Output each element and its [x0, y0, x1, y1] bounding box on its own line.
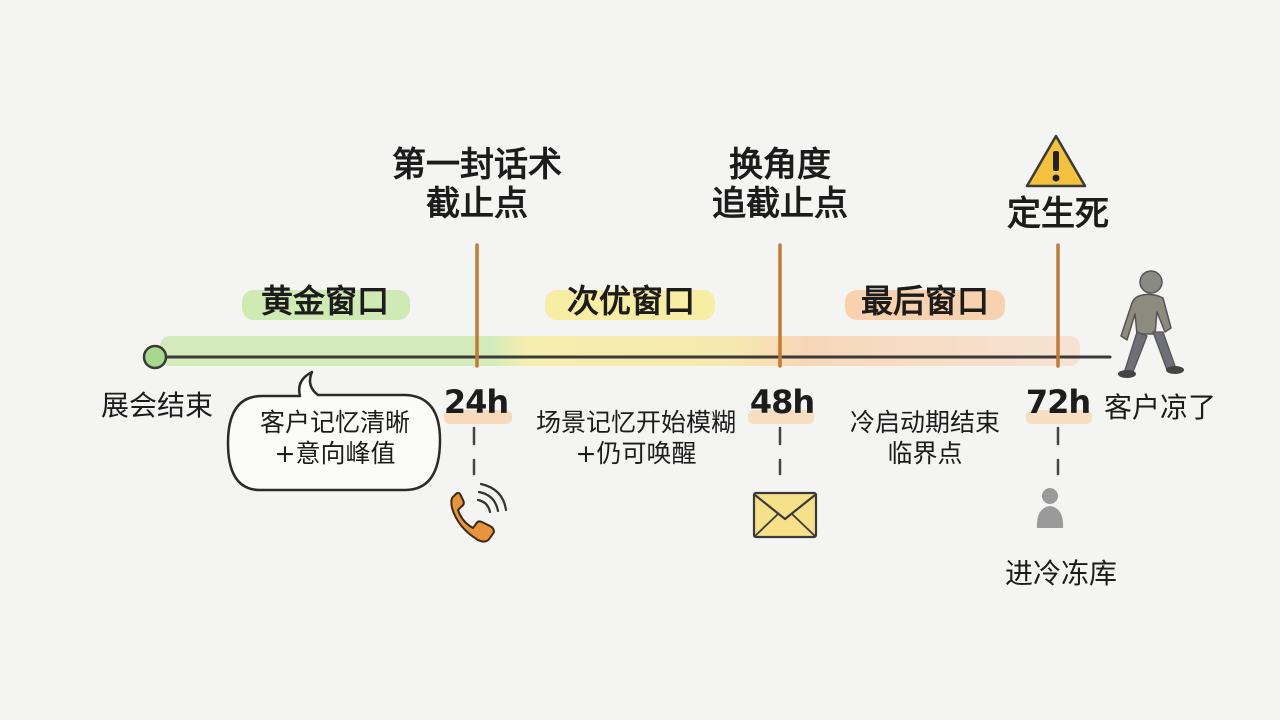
window-highlight-last [845, 290, 1005, 320]
hour-highlight-24 [444, 410, 512, 424]
milestone-24h-title-line2: 截止点 [426, 184, 528, 225]
warning-icon [1025, 134, 1087, 188]
milestone-72h-bottom-label: 进冷冻库 [1004, 557, 1117, 590]
hour-highlight-48 [748, 410, 814, 424]
window-last-desc: 冷启动期结束 临界点 [830, 407, 1020, 470]
phone-icon [450, 482, 508, 543]
window-highlight-second [545, 290, 715, 320]
walking-person-icon [1118, 270, 1184, 378]
milestone-24h-title: 第一封话术 截止点 [374, 145, 580, 225]
hours-label-24: 24h [443, 383, 509, 421]
window-second-desc: 场景记忆开始模糊 +仍可唤醒 [516, 407, 756, 470]
window-golden-desc: 客户记忆清晰 +意向峰值 [232, 407, 438, 470]
milestone-48h-title: 换角度 追截止点 [690, 145, 870, 225]
timeline-color-band [160, 336, 1080, 366]
hours-label-48: 48h [749, 383, 815, 421]
window-last-desc-line1: 冷启动期结束 [849, 408, 1000, 437]
hours-label-72: 72h [1025, 383, 1091, 421]
window-second-desc-line2: +仍可唤醒 [575, 439, 697, 469]
window-golden-desc-line1: 客户记忆清晰 [259, 408, 410, 437]
window-highlight-golden [242, 290, 410, 320]
hour-highlight-72 [1026, 410, 1092, 424]
window-label-golden: 黄金窗口 [260, 282, 389, 320]
window-label-last: 最后窗口 [860, 282, 989, 320]
window-label-second: 次优窗口 [566, 282, 695, 320]
milestone-48h-title-line1: 换角度 [729, 145, 831, 185]
window-last-desc-line2: 临界点 [887, 439, 963, 469]
window-second-desc-line1: 场景记忆开始模糊 [535, 408, 736, 437]
faded-person-icon [1036, 488, 1064, 528]
speech-bubble [226, 370, 442, 492]
timeline-start-label: 展会结束 [100, 389, 213, 422]
envelope-icon [752, 491, 818, 539]
milestone-48h-title-line2: 追截止点 [712, 184, 848, 225]
milestone-24h-title-line1: 第一封话术 [392, 145, 562, 185]
start-dot [142, 344, 168, 370]
window-golden-desc-line2: +意向峰值 [274, 439, 396, 469]
timeline-end-label: 客户凉了 [1103, 391, 1216, 424]
milestone-72h-title: 定生死 [1007, 194, 1109, 234]
